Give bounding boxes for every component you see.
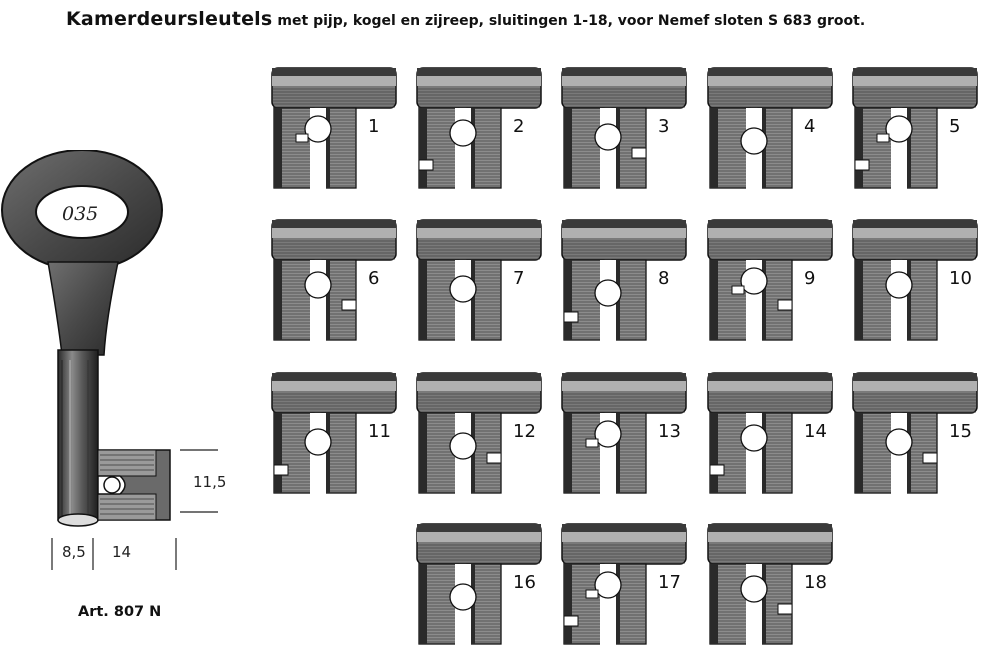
key-bit-drawing	[852, 219, 978, 342]
closing-key-9: 9	[706, 216, 834, 348]
closing-number: 9	[804, 268, 816, 289]
closing-number: 5	[949, 116, 961, 137]
key-bit-drawing	[707, 67, 833, 190]
key-bit-drawing	[271, 219, 397, 342]
closing-key-18: 18	[706, 520, 834, 652]
closing-key-16: 16	[415, 520, 543, 652]
closing-number: 6	[368, 268, 380, 289]
dimension-height: 11,5	[193, 473, 227, 491]
closing-number: 10	[949, 268, 972, 289]
key-illustration: 035	[1, 150, 218, 570]
key-bit-drawing	[561, 372, 687, 495]
key-bit-drawing	[852, 67, 978, 190]
closing-key-8: 8	[560, 216, 688, 348]
key-bit-drawing	[561, 219, 687, 342]
closing-number: 18	[804, 572, 827, 593]
closing-number: 14	[804, 421, 827, 442]
closing-key-3: 3	[560, 64, 688, 196]
key-bit-drawing	[561, 523, 687, 646]
closing-number: 13	[658, 421, 681, 442]
article-number: Art. 807 N	[78, 604, 162, 620]
closing-number: 15	[949, 421, 972, 442]
closing-number: 1	[368, 116, 380, 137]
key-bit-drawing	[271, 67, 397, 190]
key-bit-drawing	[271, 372, 397, 495]
closing-number: 17	[658, 572, 681, 593]
key-bit-drawing	[707, 523, 833, 646]
closing-key-6: 6	[270, 216, 398, 348]
closing-number: 4	[804, 116, 816, 137]
closing-number: 12	[513, 421, 536, 442]
closing-number: 11	[368, 421, 391, 442]
key-bit-drawing	[852, 372, 978, 495]
dimension-pipe: 8,5	[62, 543, 86, 561]
key-tag-number: 035	[62, 203, 98, 225]
closing-key-12: 12	[415, 369, 543, 501]
closing-number: 7	[513, 268, 525, 289]
key-bit-drawing	[707, 219, 833, 342]
key-bit-drawing	[561, 67, 687, 190]
key-bit-drawing	[416, 523, 542, 646]
closing-key-17: 17	[560, 520, 688, 652]
closing-number: 8	[658, 268, 670, 289]
closing-key-2: 2	[415, 64, 543, 196]
dimension-bit: 14	[112, 543, 132, 561]
closing-key-11: 11	[270, 369, 398, 501]
closing-key-15: 15	[851, 369, 979, 501]
closing-key-14: 14	[706, 369, 834, 501]
key-bit-drawing	[416, 372, 542, 495]
closing-number: 3	[658, 116, 670, 137]
title-sub: met pijp, kogel en zijreep, sluitingen 1…	[277, 13, 866, 29]
closing-number: 2	[513, 116, 525, 137]
title-main: Kamerdeursleutels	[66, 8, 273, 30]
key-bit-drawing	[707, 372, 833, 495]
closing-key-5: 5	[851, 64, 979, 196]
closing-number: 16	[513, 572, 536, 593]
key-bit-drawing	[416, 219, 542, 342]
closing-key-13: 13	[560, 369, 688, 501]
closing-key-10: 10	[851, 216, 979, 348]
closing-key-4: 4	[706, 64, 834, 196]
closing-key-7: 7	[415, 216, 543, 348]
closing-key-1: 1	[270, 64, 398, 196]
key-bit-drawing	[416, 67, 542, 190]
